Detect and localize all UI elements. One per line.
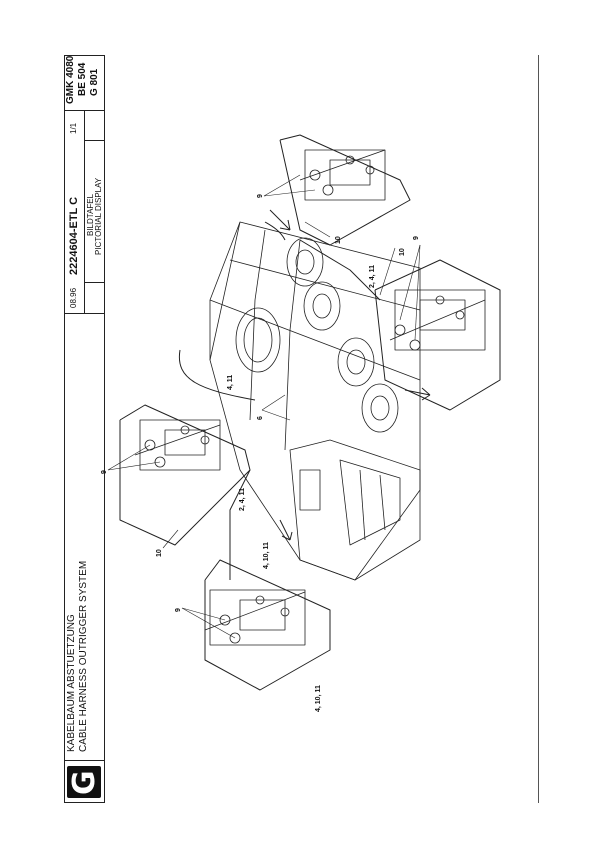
callout-4-10-11: 4, 10, 11 <box>315 685 322 712</box>
title-block-right-rule <box>104 55 105 803</box>
callouts: 9 9 9 9 10 10 10 2, 4, 11 2, 4, 11 4, 11… <box>101 194 420 712</box>
direction-arrows <box>269 209 431 541</box>
callout-4-10-11: 4, 10, 11 <box>263 542 270 569</box>
crane-wheels <box>286 237 399 433</box>
harness-cables <box>119 134 501 691</box>
title-block-divider-3 <box>64 760 105 761</box>
callout-9: 9 <box>175 608 182 612</box>
crane-cab <box>289 439 421 581</box>
callout-9: 9 <box>101 470 108 474</box>
title-block-cell-a <box>84 140 104 141</box>
outrigger-assembly-bottom-left <box>204 589 306 646</box>
callout-4-11: 4, 11 <box>227 375 234 390</box>
leader-lines <box>107 174 421 639</box>
title-block-bottom-rule <box>64 802 105 803</box>
callout-2-4-11: 2, 4, 11 <box>369 265 376 288</box>
callout-9: 9 <box>257 194 264 198</box>
title-block-mid-rule <box>84 110 85 313</box>
callout-6: 6 <box>257 416 264 420</box>
callout-2-4-11: 2, 4, 11 <box>239 488 246 511</box>
title-block-cell-b <box>84 282 104 283</box>
title-block-divider-2 <box>64 313 105 314</box>
outrigger-assembly-left <box>134 419 221 471</box>
callout-9: 9 <box>413 236 420 240</box>
outrigger-assembly-right <box>389 289 486 351</box>
callout-10: 10 <box>399 248 406 256</box>
crane-chassis <box>209 221 421 581</box>
right-margin-rule <box>538 55 539 803</box>
company-logo <box>67 766 101 798</box>
title-block-left-rule <box>64 55 65 803</box>
callout-10: 10 <box>156 549 163 557</box>
callout-10: 10 <box>335 236 342 244</box>
outrigger-assembly-top-right <box>299 149 386 201</box>
title-block-top-rule <box>64 55 105 56</box>
